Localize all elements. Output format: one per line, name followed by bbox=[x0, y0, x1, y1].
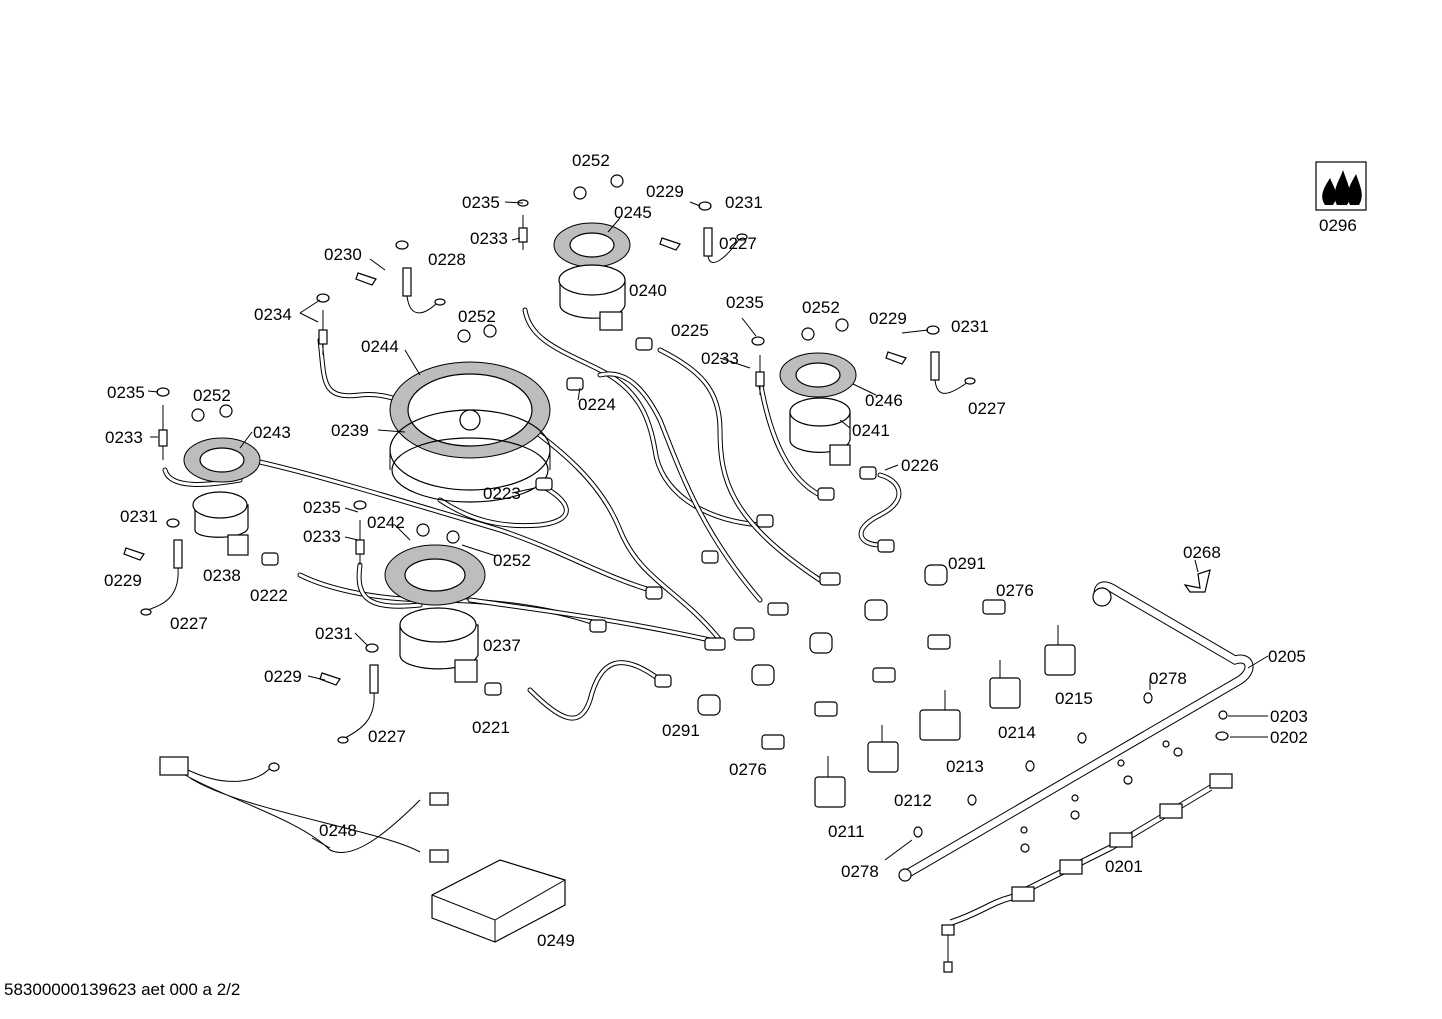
label-0235-c: 0235 bbox=[107, 383, 145, 402]
label-0202: 0202 bbox=[1270, 728, 1308, 747]
label-0278-a: 0278 bbox=[1149, 669, 1187, 688]
washers bbox=[156, 199, 940, 653]
label-0248: 0248 bbox=[319, 821, 357, 840]
label-0246: 0246 bbox=[865, 391, 903, 410]
burner-0244 bbox=[389, 361, 551, 503]
flame-symbol-icon bbox=[1315, 161, 1367, 211]
label-0215: 0215 bbox=[1055, 689, 1093, 708]
thermocouples-0233 bbox=[158, 215, 765, 565]
label-0238: 0238 bbox=[203, 566, 241, 585]
label-0231-b: 0231 bbox=[951, 317, 989, 336]
label-0244: 0244 bbox=[361, 337, 399, 356]
label-0211: 0211 bbox=[828, 822, 865, 841]
label-0223: 0223 bbox=[483, 484, 521, 503]
label-0224: 0224 bbox=[578, 395, 616, 414]
label-0233-a: 0233 bbox=[470, 229, 508, 248]
burner-cap-0242 bbox=[384, 544, 486, 606]
clips-0229 bbox=[123, 237, 907, 686]
label-0227-b: 0227 bbox=[968, 399, 1006, 418]
ignition-plugs-0227 bbox=[140, 227, 976, 744]
leader-lines bbox=[147, 201, 1269, 861]
label-0235-a: 0235 bbox=[462, 193, 500, 212]
label-0234: 0234 bbox=[254, 305, 292, 324]
burner-body-0240 bbox=[558, 264, 626, 331]
label-0233-c: 0233 bbox=[105, 428, 143, 447]
label-0231-a: 0231 bbox=[725, 193, 763, 212]
label-0222: 0222 bbox=[250, 586, 288, 605]
label-0229-b: 0229 bbox=[869, 309, 907, 328]
label-0203: 0203 bbox=[1270, 707, 1308, 726]
label-0227-d: 0227 bbox=[368, 727, 406, 746]
label-0276-a: 0276 bbox=[996, 581, 1034, 600]
label-0268: 0268 bbox=[1183, 543, 1221, 562]
label-0252-e: 0252 bbox=[493, 551, 531, 570]
document-id: 58300000139623 aet 000 a 2/2 bbox=[4, 980, 241, 999]
label-0242: 0242 bbox=[367, 513, 405, 532]
label-0249: 0249 bbox=[537, 931, 575, 950]
ignition-switch-harness-0201 bbox=[941, 773, 1233, 973]
burner-body-0237 bbox=[399, 607, 479, 683]
label-0213: 0213 bbox=[946, 757, 984, 776]
label-0229-d: 0229 bbox=[264, 667, 302, 686]
label-0214: 0214 bbox=[998, 723, 1036, 742]
label-0235-b: 0235 bbox=[726, 293, 764, 312]
label-0225: 0225 bbox=[671, 321, 709, 340]
label-0245: 0245 bbox=[614, 203, 652, 222]
label-0278-b: 0278 bbox=[841, 862, 879, 881]
label-0227-c: 0227 bbox=[170, 614, 208, 633]
label-0205: 0205 bbox=[1268, 647, 1306, 666]
label-0252-b: 0252 bbox=[802, 298, 840, 317]
bracket-0268 bbox=[1183, 569, 1211, 593]
label-0252-c: 0252 bbox=[458, 307, 496, 326]
label-0229-a: 0229 bbox=[646, 182, 684, 201]
label-0226: 0226 bbox=[901, 456, 939, 475]
label-0252-a: 0252 bbox=[572, 151, 610, 170]
label-0201: 0201 bbox=[1105, 857, 1143, 876]
label-0243: 0243 bbox=[253, 423, 291, 442]
label-0231-d: 0231 bbox=[315, 624, 353, 643]
label-0233-d: 0233 bbox=[303, 527, 341, 546]
pipe-end-fittings bbox=[261, 337, 895, 696]
label-0229-c: 0229 bbox=[104, 571, 142, 590]
manifold-rail bbox=[898, 581, 1254, 882]
label-0212: 0212 bbox=[894, 791, 932, 810]
label-0221: 0221 bbox=[472, 718, 510, 737]
burner-cap-0243 bbox=[183, 437, 261, 483]
label-0241: 0241 bbox=[852, 421, 890, 440]
label-0237: 0237 bbox=[483, 636, 521, 655]
label-0296: 0296 bbox=[1319, 216, 1357, 235]
part-labels: 0252 0235 0229 0231 0245 0233 0227 0230 … bbox=[104, 151, 1357, 950]
housing-0249 bbox=[431, 859, 566, 943]
burner-cap-0245 bbox=[553, 222, 631, 268]
burner-body-0241 bbox=[789, 397, 851, 466]
burner-body-0238 bbox=[192, 491, 249, 556]
gas-taps bbox=[814, 625, 1076, 808]
label-0228: 0228 bbox=[428, 250, 466, 269]
small-clips-and-rings bbox=[913, 692, 1229, 853]
label-0235-d: 0235 bbox=[303, 498, 341, 517]
label-0239: 0239 bbox=[331, 421, 369, 440]
label-0291-a: 0291 bbox=[948, 554, 986, 573]
label-0291-b: 0291 bbox=[662, 721, 700, 740]
label-0276-b: 0276 bbox=[729, 760, 767, 779]
burner-cap-0246 bbox=[779, 352, 857, 398]
label-0227-a: 0227 bbox=[719, 234, 757, 253]
screws-0252 bbox=[191, 174, 849, 544]
label-0233-b: 0233 bbox=[701, 349, 739, 368]
label-0240: 0240 bbox=[629, 281, 667, 300]
label-0252-d: 0252 bbox=[193, 386, 231, 405]
label-0231-c: 0231 bbox=[120, 507, 158, 526]
label-0230: 0230 bbox=[324, 245, 362, 264]
nozzles-0291-0276 bbox=[697, 564, 1006, 750]
cable-0248 bbox=[159, 756, 449, 863]
